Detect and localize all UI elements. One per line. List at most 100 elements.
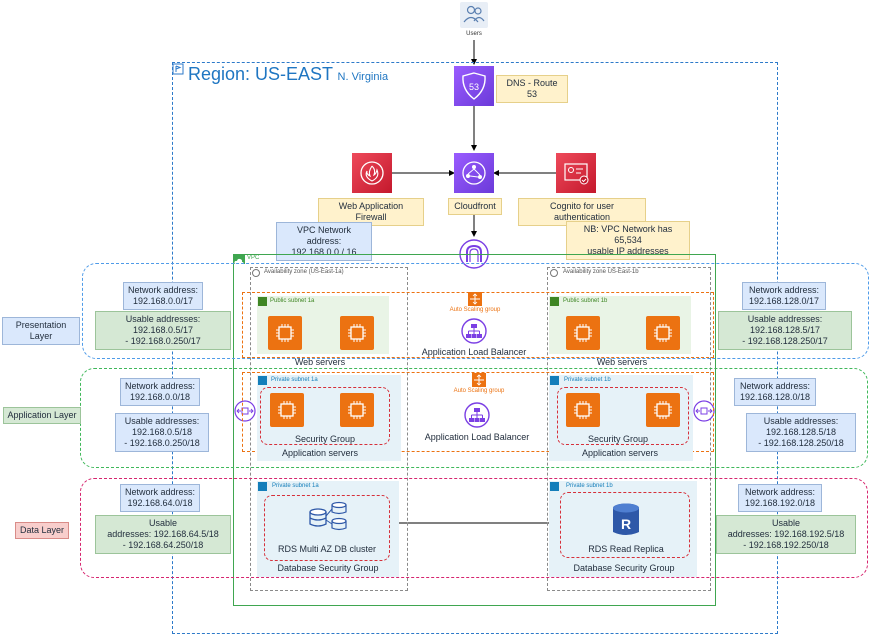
az-b-label: Availability zone US-East-1b [563,269,639,275]
private-subnet-1b-app-label: Private subnet 1b [564,377,611,383]
app-left-net-line1: Network address: [124,381,196,391]
data-layer-label: Data Layer [15,522,69,539]
presentation-layer-boundary [82,263,869,359]
az-b-container [547,267,711,591]
data-right-net-line2: 192.168.192.0/18 [744,498,816,508]
public-subnet-1a-lock-icon [258,297,267,306]
data-left-usable-line3: - 192.168.64.250/18 [122,540,204,550]
rds-icon: R [611,502,641,538]
data-left-usable-line2: addresses: 192.168.64.5/18 [107,529,219,539]
region-subtitle: N. Virginia [337,71,389,83]
data-left-net-line2: 192.168.64.0/18 [127,498,193,508]
database-sg-b-label: Database Security Group [573,563,675,573]
app-left-usable-line1: Usable addresses: [124,416,200,426]
users-label: Users [466,31,482,37]
region-flag-icon [172,62,184,75]
database-sg-a-label: Database Security Group [277,563,379,573]
private-subnet-1a-data [257,481,399,577]
private-subnet-1b-app-lock-icon [550,376,559,385]
svg-text:53: 53 [469,82,479,92]
database-security-group-a [264,495,390,561]
data-right-net-line1: Network address: [744,487,816,497]
az-a-icon [252,269,260,277]
data-left-network: Network address: 192.168.64.0/18 [120,484,200,512]
web-servers-a-label: Web servers [294,357,346,367]
presentation-alb-label: Application Load Balancer [421,347,527,357]
region-name: Region: US-EAST [188,64,334,84]
private-subnet-1b-data-lock-icon [550,482,559,491]
pres-left-usable-line1: Usable addresses: [125,314,201,324]
presentation-left-network: Network address: 192.168.0.0/17 [123,282,203,310]
ec2-instance-icon [646,393,680,427]
waf-icon [352,153,392,193]
public-subnet-1b-lock-icon [550,297,559,306]
presentation-right-usable: Usable addresses: 192.168.128.5/17 - 192… [718,311,852,350]
pres-right-net-line2: 192.168.128.0/17 [748,296,820,306]
auto-scaling-icon [472,373,486,387]
ec2-instance-icon [566,393,600,427]
data-right-network: Network address: 192.168.192.0/18 [738,484,822,512]
application-layer-label: Application Layer [3,407,81,424]
pres-left-usable-line2: 192.168.0.5/17 [132,325,194,335]
ec2-instance-icon [340,393,374,427]
public-subnet-1a-label: Public subnet 1a [270,298,315,304]
public-subnet-1b-label: Public subnet 1b [563,298,608,304]
security-group-a-label: Security Group [294,434,356,444]
database-security-group-b [560,492,690,558]
nb-note-line2: usable IP addresses [587,246,669,256]
data-right-usable: Usable addresses: 192.168.192.5/18 - 192… [716,515,856,554]
private-subnet-1a-app-label: Private subnet 1a [271,377,318,383]
load-balancer-icon [464,402,490,428]
nb-note: NB: VPC Network has 65,534 usable IP add… [566,221,690,260]
application-right-network: Network address: 192.168.128.0/18 [734,378,816,406]
vpc-label: VPC [247,255,260,261]
application-alb-label: Application Load Balancer [424,432,530,442]
security-group-b [557,387,689,445]
cloudfront-icon [454,153,494,193]
private-subnet-1a-app-lock-icon [258,376,267,385]
region-title: Region: US-EAST N. Virginia [188,64,388,85]
load-balancer-icon [461,318,487,344]
app-right-net-line1: Network address: [739,381,811,391]
data-right-usable-line2: addresses: 192.168.192.5/18 [727,529,845,539]
application-servers-b-label: Application servers [581,448,659,458]
ec2-instance-icon [646,316,680,350]
presentation-layer-label: Presentation Layer [2,317,80,345]
ec2-instance-icon [566,316,600,350]
web-servers-b-label: Web servers [596,357,648,367]
application-asg-label: Auto Scaling group [453,388,505,394]
pres-right-usable-line2: 192.168.128.5/17 [749,325,821,335]
rds-cluster-icon [308,500,350,536]
svg-text:R: R [621,516,631,532]
az-a-container [250,267,408,591]
data-layer-boundary [80,478,868,578]
app-left-usable-line2: 192.168.0.5/18 [131,427,193,437]
pres-left-net-line1: Network address: [127,285,199,295]
cognito-icon [556,153,596,193]
security-group-b-label: Security Group [587,434,649,444]
pres-right-net-line1: Network address: [748,285,820,295]
vpc-note-line2: 192.168.0.0 / 16 [291,247,357,257]
private-subnet-1a-data-lock-icon [258,482,267,491]
rds-primary-label: RDS Multi AZ DB cluster [277,544,377,554]
route53-icon: 53 [454,66,494,106]
cloudfront-label: Cloudfront [448,198,502,215]
application-right-usable: Usable addresses: 192.168.128.5/18 - 192… [746,413,856,452]
ec2-instance-icon [340,316,374,350]
application-left-network: Network address: 192.168.0.0/18 [120,378,200,406]
network-acl-icon [234,400,256,422]
data-left-usable-line1: Usable [148,518,177,528]
application-asg-boundary [242,372,714,452]
az-a-label: Availability zone (US-East-1a) [264,269,344,275]
app-right-usable-line1: Usable addresses: [763,416,839,426]
network-acl-icon [693,400,715,422]
presentation-asg-label: Auto Scaling group [449,307,501,313]
vpc-container [233,254,716,606]
pres-right-usable-line3: - 192.168.128.250/17 [742,336,828,346]
pres-left-usable-line3: - 192.168.0.250/17 [125,336,201,346]
pres-right-usable-line1: Usable addresses: [747,314,823,324]
app-left-net-line2: 192.168.0.0/18 [129,392,191,402]
data-left-usable: Usable addresses: 192.168.64.5/18 - 192.… [95,515,231,554]
private-subnet-1a-data-label: Private subnet 1a [272,483,319,489]
application-left-usable: Usable addresses: 192.168.0.5/18 - 192.1… [115,413,209,452]
